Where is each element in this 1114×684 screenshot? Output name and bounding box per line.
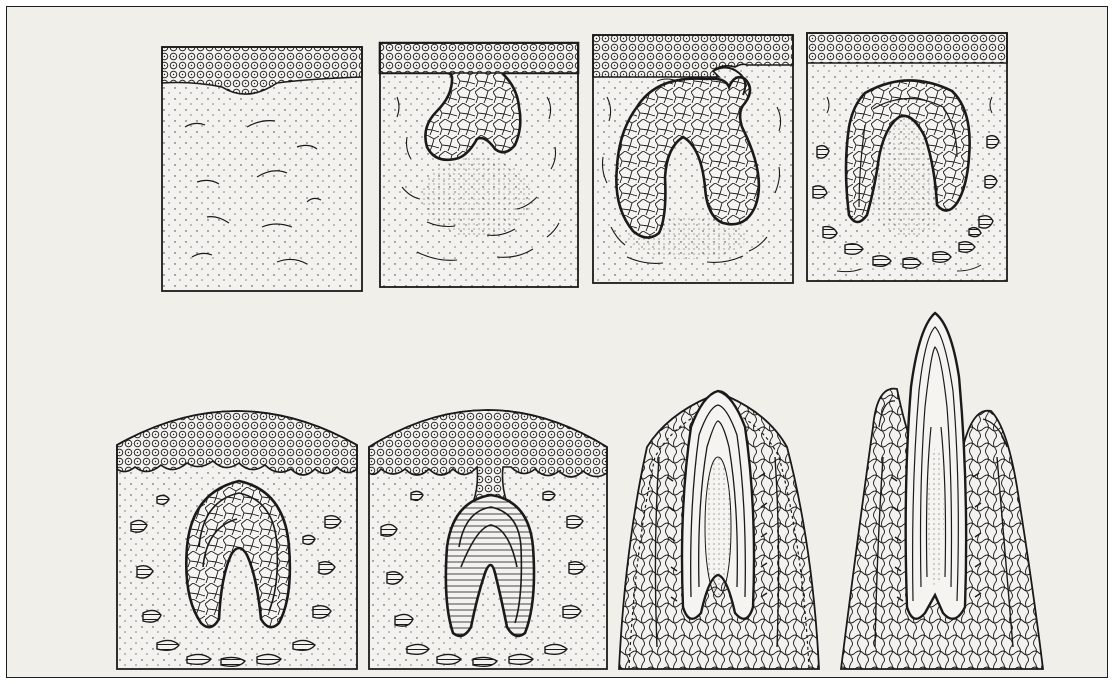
stage-3-panel <box>593 35 793 283</box>
stage-8-panel <box>841 313 1043 669</box>
figure-frame <box>6 6 1108 678</box>
stage-7-panel <box>619 391 819 669</box>
tooth-development-illustration <box>7 7 1108 678</box>
stage-5-panel <box>117 411 357 669</box>
stage-4-panel <box>807 33 1007 281</box>
stage-2-panel <box>380 43 578 287</box>
stage-1-panel <box>162 47 362 291</box>
stage-6-panel <box>369 410 607 669</box>
